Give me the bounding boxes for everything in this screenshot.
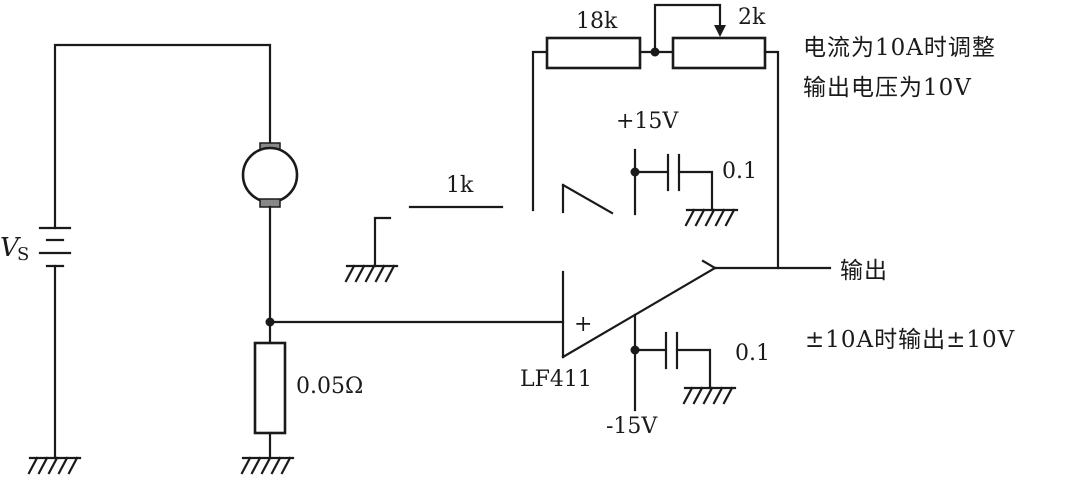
op-amp: + LF411: [520, 183, 717, 392]
positive-supply-label: +15V: [616, 109, 679, 134]
motor: [241, 142, 299, 345]
motor-brush-bottom: [259, 198, 281, 208]
op-amp-label: LF411: [520, 367, 592, 392]
ground-symbol-bottom-cap: [682, 386, 737, 405]
feedback-resistor: [545, 36, 642, 70]
feedback-left-wire: [531, 50, 549, 212]
wiper-arrow-icon: [714, 25, 726, 37]
top-cap-label: 0.1: [722, 159, 757, 184]
input-ground-wire: [373, 216, 392, 268]
adjust-note-line1: 电流为10A时调整: [803, 35, 996, 61]
motor-armature-icon: [241, 146, 299, 204]
ground-symbol-input: [344, 264, 399, 283]
sense-resistor: [253, 341, 287, 435]
feedback-right-wire: [763, 50, 780, 270]
bottom-cap-label: 0.1: [735, 341, 770, 366]
battery-symbol: [38, 226, 72, 268]
input-resistor-label: 1k: [446, 173, 474, 198]
output-label: 输出: [840, 258, 888, 284]
op-amp-bottom-edge: [561, 266, 717, 359]
ground-symbol-battery: [27, 456, 82, 475]
ground-symbol-top-cap: [684, 208, 739, 227]
potentiometer: [671, 36, 767, 70]
output-scale-note: ±10A时输出±10V: [805, 327, 1015, 353]
ground-symbol-sense: [240, 456, 295, 475]
sense-resistor-label: 0.05Ω: [296, 374, 363, 399]
negative-supply: 0.1 -15V: [606, 313, 770, 439]
bottom-cap-lead-right: [675, 348, 712, 390]
potentiometer-wiper-wire: [653, 3, 722, 54]
top-cap-lead-right: [677, 170, 714, 212]
feedback-resistor-label: 18k: [576, 9, 618, 34]
op-amp-top-edge: [561, 183, 614, 215]
input-resistor: 1k: [344, 173, 504, 283]
battery-branch: V S: [0, 43, 272, 475]
battery-label: V: [0, 233, 21, 263]
positive-supply: +15V 0.1: [616, 109, 757, 227]
battery-label-subscript: S: [17, 244, 29, 265]
op-amp-apex: [701, 259, 717, 270]
noninverting-pin-label: +: [574, 312, 592, 337]
adjust-note-line2: 输出电压为10V: [803, 75, 972, 101]
feedback-network: 18k 2k: [531, 3, 780, 270]
potentiometer-label: 2k: [738, 5, 766, 30]
top-supply-wire: [53, 43, 272, 230]
negative-supply-label: -15V: [606, 414, 658, 439]
